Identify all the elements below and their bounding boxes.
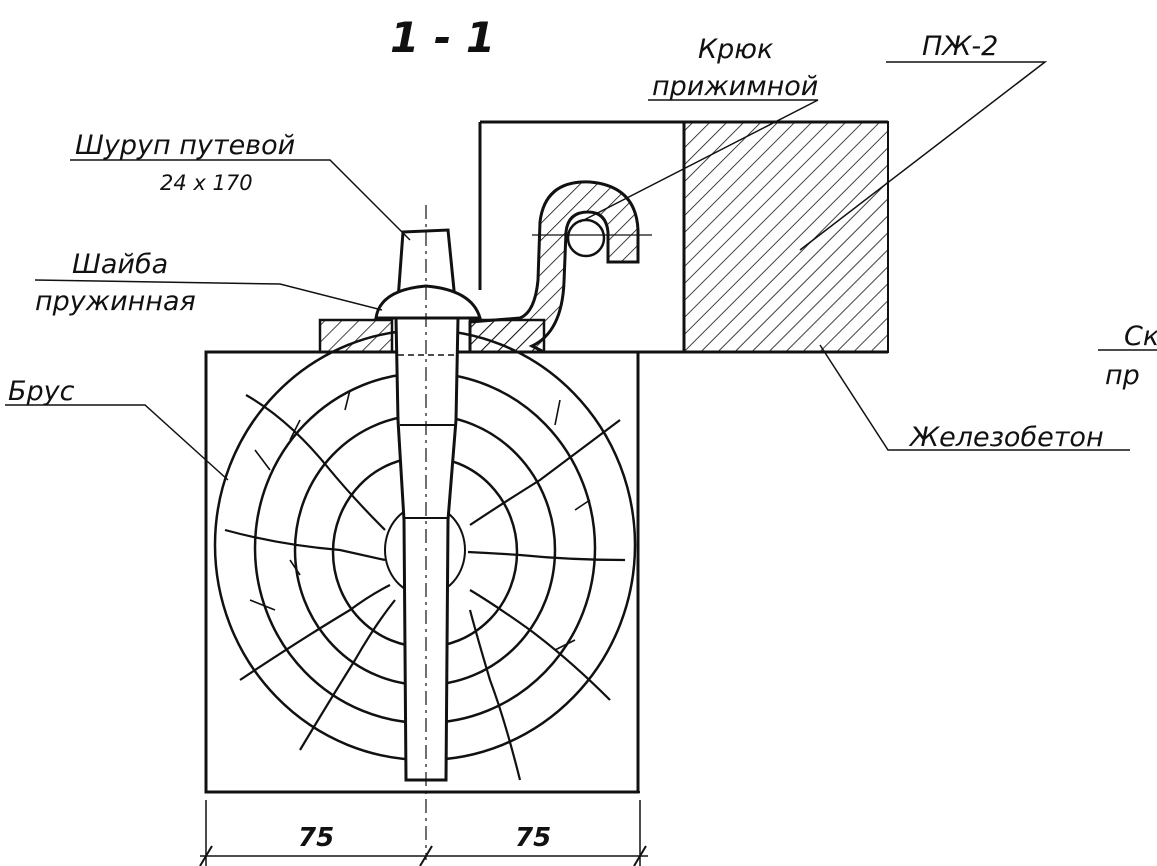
label-beam: Брус [8,376,75,407]
section-title: 1 - 1 [390,13,495,62]
dimension-lines [199,800,648,866]
label-hook-line1: Крюк [698,34,774,65]
label-washer-line1: Шайба [72,249,168,280]
label-screw-line2: 24 x 170 [160,171,253,195]
base-plate [318,318,546,354]
leader-lines [5,61,1157,481]
label-plate: ПЖ-2 [922,31,998,62]
label-screw-line1: Шуруп путевой [75,130,295,161]
track-screw [374,205,482,860]
label-hook-line2: прижимной [652,71,818,102]
clamp-hook [468,180,652,354]
label-cut-line2: пр [1105,360,1140,391]
concrete-slab [478,120,889,354]
concrete-hatch-block [683,121,889,353]
dimension-right: 75 [515,823,551,853]
dimension-left: 75 [298,823,334,853]
label-washer-line2: пружинная [35,286,196,317]
label-concrete: Железобетон [908,422,1104,453]
label-cut-line1: Ск [1124,321,1157,352]
